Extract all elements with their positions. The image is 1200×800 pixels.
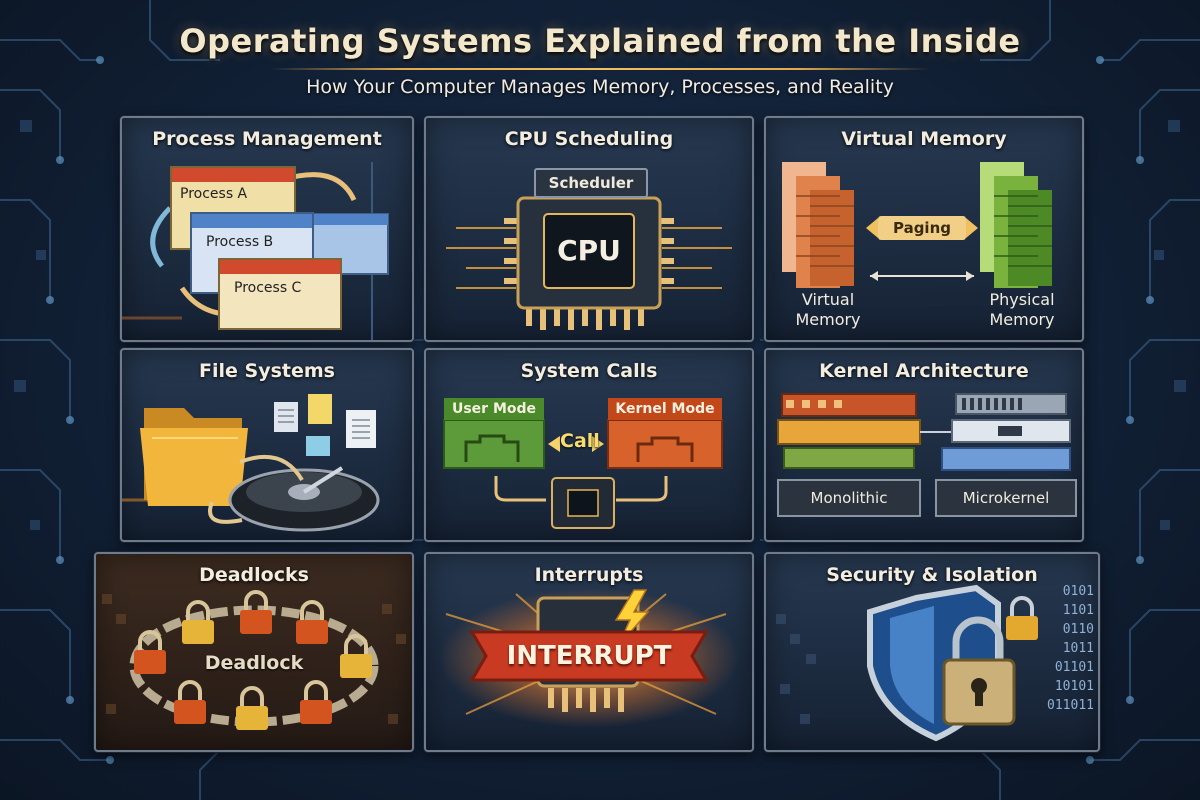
binary-line: 0110 bbox=[1062, 622, 1094, 637]
panel-title: CPU Scheduling bbox=[504, 128, 674, 150]
paging-label: Paging bbox=[878, 216, 966, 240]
panel-title: Deadlocks bbox=[199, 564, 309, 586]
process-window-b: Process B bbox=[190, 212, 314, 294]
scheduler-label: Scheduler bbox=[534, 168, 648, 198]
file-system-illustration bbox=[122, 394, 380, 532]
process-window-c: Process C bbox=[218, 258, 342, 330]
panel-title: File Systems bbox=[199, 360, 335, 382]
virtual-memory-label: Virtual Memory bbox=[795, 290, 861, 329]
panel-virtual-memory: Virtual Memory Paging Virtual Memory Phy… bbox=[764, 116, 1084, 342]
interrupt-illustration bbox=[439, 588, 739, 728]
folder-icon bbox=[140, 408, 248, 506]
panel-title: Security & Isolation bbox=[826, 564, 1038, 586]
deadlock-chain-illustration bbox=[102, 590, 406, 730]
panel-kernel-architecture: Kernel Architecture Monolithic Microkern… bbox=[764, 348, 1084, 542]
cpu-chip-illustration bbox=[446, 196, 732, 330]
panel-title: System Calls bbox=[520, 360, 658, 382]
panel-title: Kernel Architecture bbox=[819, 360, 1029, 382]
security-shield-illustration bbox=[776, 584, 1038, 742]
title-divider bbox=[270, 68, 930, 70]
binary-line: 0101 bbox=[1062, 584, 1094, 599]
panel-security-isolation: Security & Isolation 0101 1101 0110 1011… bbox=[764, 552, 1100, 752]
panel-deadlocks: Deadlocks Deadlock bbox=[94, 552, 414, 752]
panel-cpu-scheduling: CPU Scheduling Scheduler CPU bbox=[424, 116, 754, 342]
document-icon bbox=[274, 394, 376, 456]
panel-interrupts: Interrupts INTERRUPT bbox=[424, 552, 754, 752]
binary-stream: 0101 1101 0110 1011 01101 10101 011011 bbox=[1044, 582, 1094, 715]
memory-paging-illustration bbox=[782, 162, 1052, 288]
padlock-icon bbox=[942, 616, 1016, 726]
system-call-illustration bbox=[443, 419, 723, 529]
panel-file-systems: File Systems bbox=[120, 348, 414, 542]
page-subtitle: How Your Computer Manages Memory, Proces… bbox=[306, 76, 894, 98]
kernel-architecture-illustration bbox=[777, 393, 1077, 517]
binary-line: 10101 bbox=[1054, 679, 1094, 694]
microkernel-label: Microkernel bbox=[962, 489, 1050, 507]
small-lock-icon bbox=[1006, 596, 1038, 640]
page-title: Operating Systems Explained from the Ins… bbox=[179, 22, 1021, 60]
monolithic-label: Monolithic bbox=[810, 489, 888, 507]
interrupt-banner: INTERRUPT bbox=[506, 641, 672, 671]
panel-title: Virtual Memory bbox=[841, 128, 1007, 150]
lock-icon bbox=[134, 590, 372, 730]
process-window-label: Process C bbox=[234, 280, 302, 296]
kernel-mode-label: Kernel Mode bbox=[608, 398, 722, 420]
binary-line: 1011 bbox=[1062, 641, 1094, 656]
physical-memory-label: Physical Memory bbox=[989, 290, 1055, 329]
binary-line: 011011 bbox=[1047, 698, 1094, 713]
cpu-chip-label: CPU bbox=[557, 234, 621, 267]
disk-icon bbox=[228, 466, 380, 532]
panel-title: Interrupts bbox=[534, 564, 644, 586]
deadlock-label: Deadlock bbox=[204, 652, 304, 674]
lightning-icon bbox=[614, 589, 650, 647]
process-window-label: Process A bbox=[180, 186, 248, 202]
call-label: Call bbox=[560, 430, 600, 452]
user-mode-label: User Mode bbox=[444, 398, 544, 420]
process-window-label: Process B bbox=[206, 234, 274, 250]
panel-title: Process Management bbox=[152, 128, 382, 150]
binary-line: 1101 bbox=[1062, 603, 1094, 618]
panel-process-management: Process Management Process A Process B P… bbox=[120, 116, 414, 342]
panel-system-calls: System Calls User Mode Kernel Mode Call bbox=[424, 348, 754, 542]
binary-line: 01101 bbox=[1054, 660, 1094, 675]
